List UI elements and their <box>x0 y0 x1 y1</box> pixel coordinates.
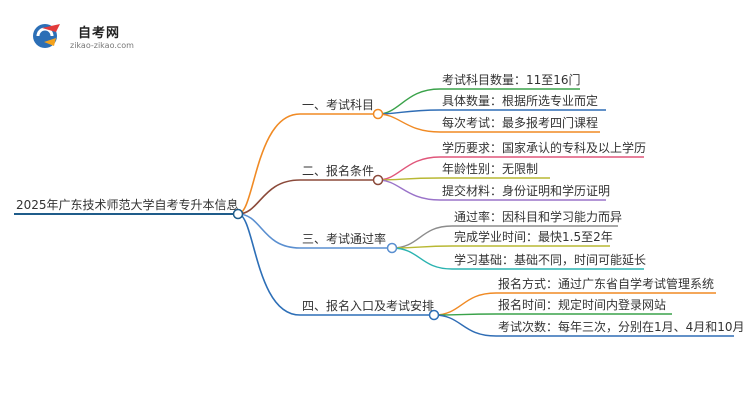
graduation-cap-icon <box>33 24 60 48</box>
branch-3-node-circle <box>386 242 398 254</box>
leaf-1-2: 具体数量：根据所选专业而定 <box>442 94 599 108</box>
branch-4-node-circle <box>428 309 440 321</box>
connector-branch-3 <box>237 213 301 249</box>
leaf-3-3: 学习基础：基础不同，时间可能延长 <box>454 253 647 267</box>
connector-branch-4 <box>237 213 301 316</box>
root-node-circle <box>232 208 244 220</box>
branch-3-label: 三、考试通过率 <box>302 232 387 246</box>
leaf-4-3: 考试次数：每年三次，分别在1月、4月和10月 <box>498 320 745 334</box>
leaf-2-3: 提交材料：身份证明和学历证明 <box>442 184 611 198</box>
leaf-3-1: 通过率：因科目和学习能力而异 <box>454 210 623 224</box>
leaf-2-1-connector <box>377 156 441 181</box>
leaf-3-1-connector <box>391 225 453 249</box>
leaf-1-3-connector <box>377 113 441 133</box>
leaf-2-3-connector <box>377 179 441 201</box>
leaf-3-2: 完成学业时间：最快1.5至2年 <box>454 230 613 244</box>
leaf-1-3: 每次考试：最多报考四门课程 <box>442 116 599 130</box>
leaf-4-1-connector <box>433 292 497 316</box>
site-logo[interactable]: 自考网 zikao-zikao.com <box>30 20 150 52</box>
branch-2-label: 二、报名条件 <box>302 164 375 178</box>
leaf-2-1: 学历要求：国家承认的专科及以上学历 <box>442 141 647 155</box>
connector-branch-2 <box>237 179 301 215</box>
branch-2-node-circle <box>372 174 384 186</box>
connector-branch-1 <box>237 113 301 215</box>
leaf-1-1: 考试科目数量：11至16门 <box>442 73 581 87</box>
leaf-4-1: 报名方式：通过广东省自学考试管理系统 <box>498 277 715 291</box>
leaf-3-3-connector <box>391 247 453 270</box>
root-topic: 2025年广东技术师范大学自考专升本信息 <box>16 198 239 212</box>
leaf-2-2: 年龄性别：无限制 <box>442 162 539 176</box>
leaf-4-2: 报名时间：规定时间内登录网站 <box>498 298 667 312</box>
branch-4-label: 四、报名入口及考试安排 <box>302 299 435 313</box>
leaf-4-3-connector <box>433 314 497 337</box>
logo-title: 自考网 <box>78 26 121 41</box>
branch-1-label: 一、考试科目 <box>302 98 375 112</box>
logo-subtitle: zikao-zikao.com <box>70 41 134 50</box>
branch-1-node-circle <box>372 108 384 120</box>
